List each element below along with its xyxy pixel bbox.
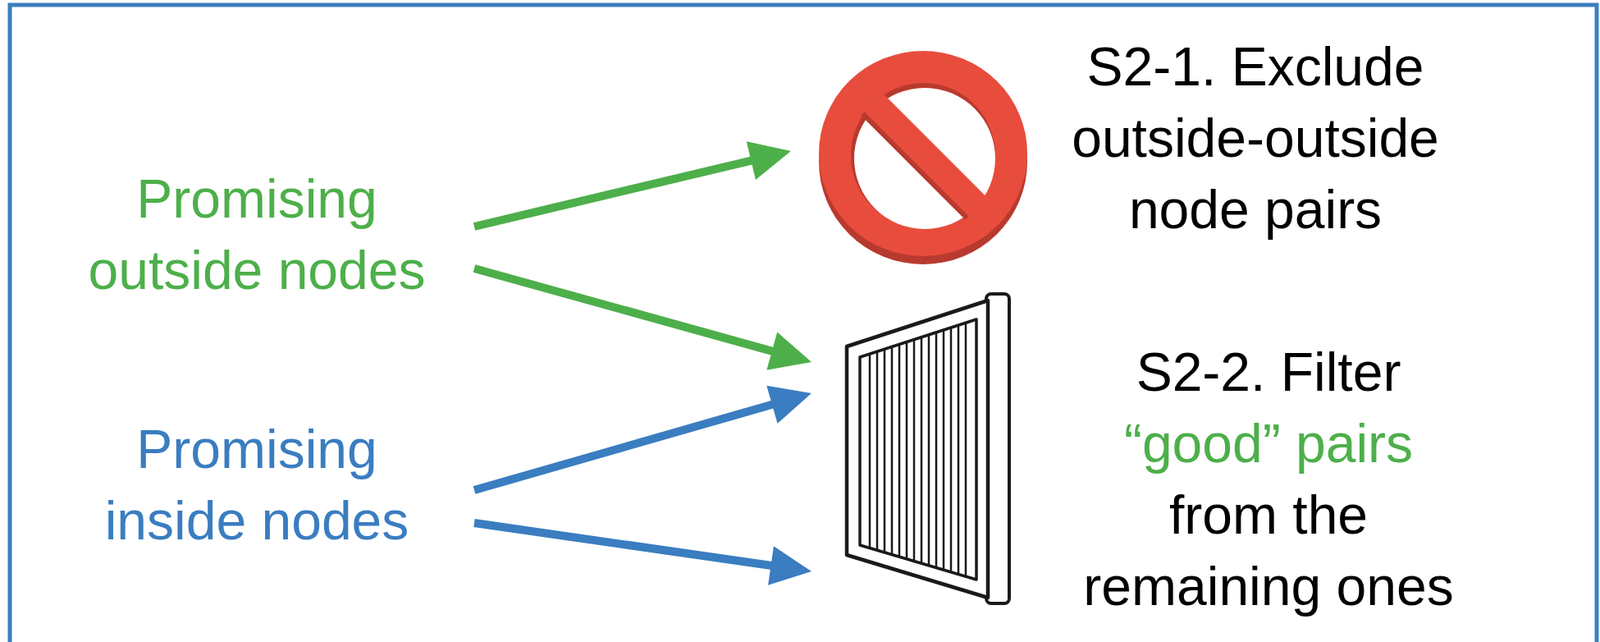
node-text: Promising inside nodes: [76, 413, 438, 557]
node-text: S2-2. Filter: [1063, 336, 1474, 408]
connector-line: [474, 402, 781, 490]
arrow-connector: [474, 141, 791, 227]
filter-icon: [846, 293, 1010, 604]
source-label: Promising outside nodes: [39, 163, 475, 307]
connector-line: [474, 158, 759, 227]
stop-sign-inner: [854, 87, 996, 229]
stop-sign-slash-shade: [860, 111, 970, 220]
node-text-part: from the remaining ones: [1063, 479, 1474, 622]
filter-face: [846, 300, 988, 598]
connector-line: [474, 268, 780, 353]
text-column: S2-2. Filter“good” pairsfrom the remaini…: [1063, 336, 1474, 622]
arrow-connector: [474, 385, 812, 490]
frame-border: [9, 4, 1597, 642]
filter-inner-frame: [859, 319, 977, 580]
arrow-connector: [474, 268, 812, 371]
stop-sign-slash: [862, 93, 988, 220]
arrow-head: [766, 385, 812, 424]
filter-slat-lines: [869, 321, 966, 577]
text-column: Promising outside nodes: [76, 163, 438, 307]
arrow-connector: [474, 522, 812, 586]
text-column: S2-1. Exclude outside-outside node pairs: [1050, 31, 1461, 246]
node-text: S2-1. Exclude outside-outside node pairs: [1050, 31, 1461, 246]
arrow-head: [768, 545, 812, 586]
filter-slats: [869, 321, 966, 577]
text-column: Promising inside nodes: [76, 413, 438, 557]
stop-sign-icon: [818, 50, 1028, 265]
filter-step: S2-2. Filter“good” pairsfrom the remaini…: [811, 287, 1474, 616]
node-text: Promising outside nodes: [76, 163, 438, 307]
arrow-head: [746, 141, 791, 180]
arrow-head: [766, 332, 812, 371]
stop-sign-ring: [818, 50, 1028, 256]
connector-line: [474, 522, 779, 567]
source-label: Promising inside nodes: [39, 413, 475, 557]
node-text-part: “good” pairs: [1063, 407, 1474, 480]
exclude-step: S2-1. Exclude outside-outside node pairs: [790, 31, 1457, 270]
